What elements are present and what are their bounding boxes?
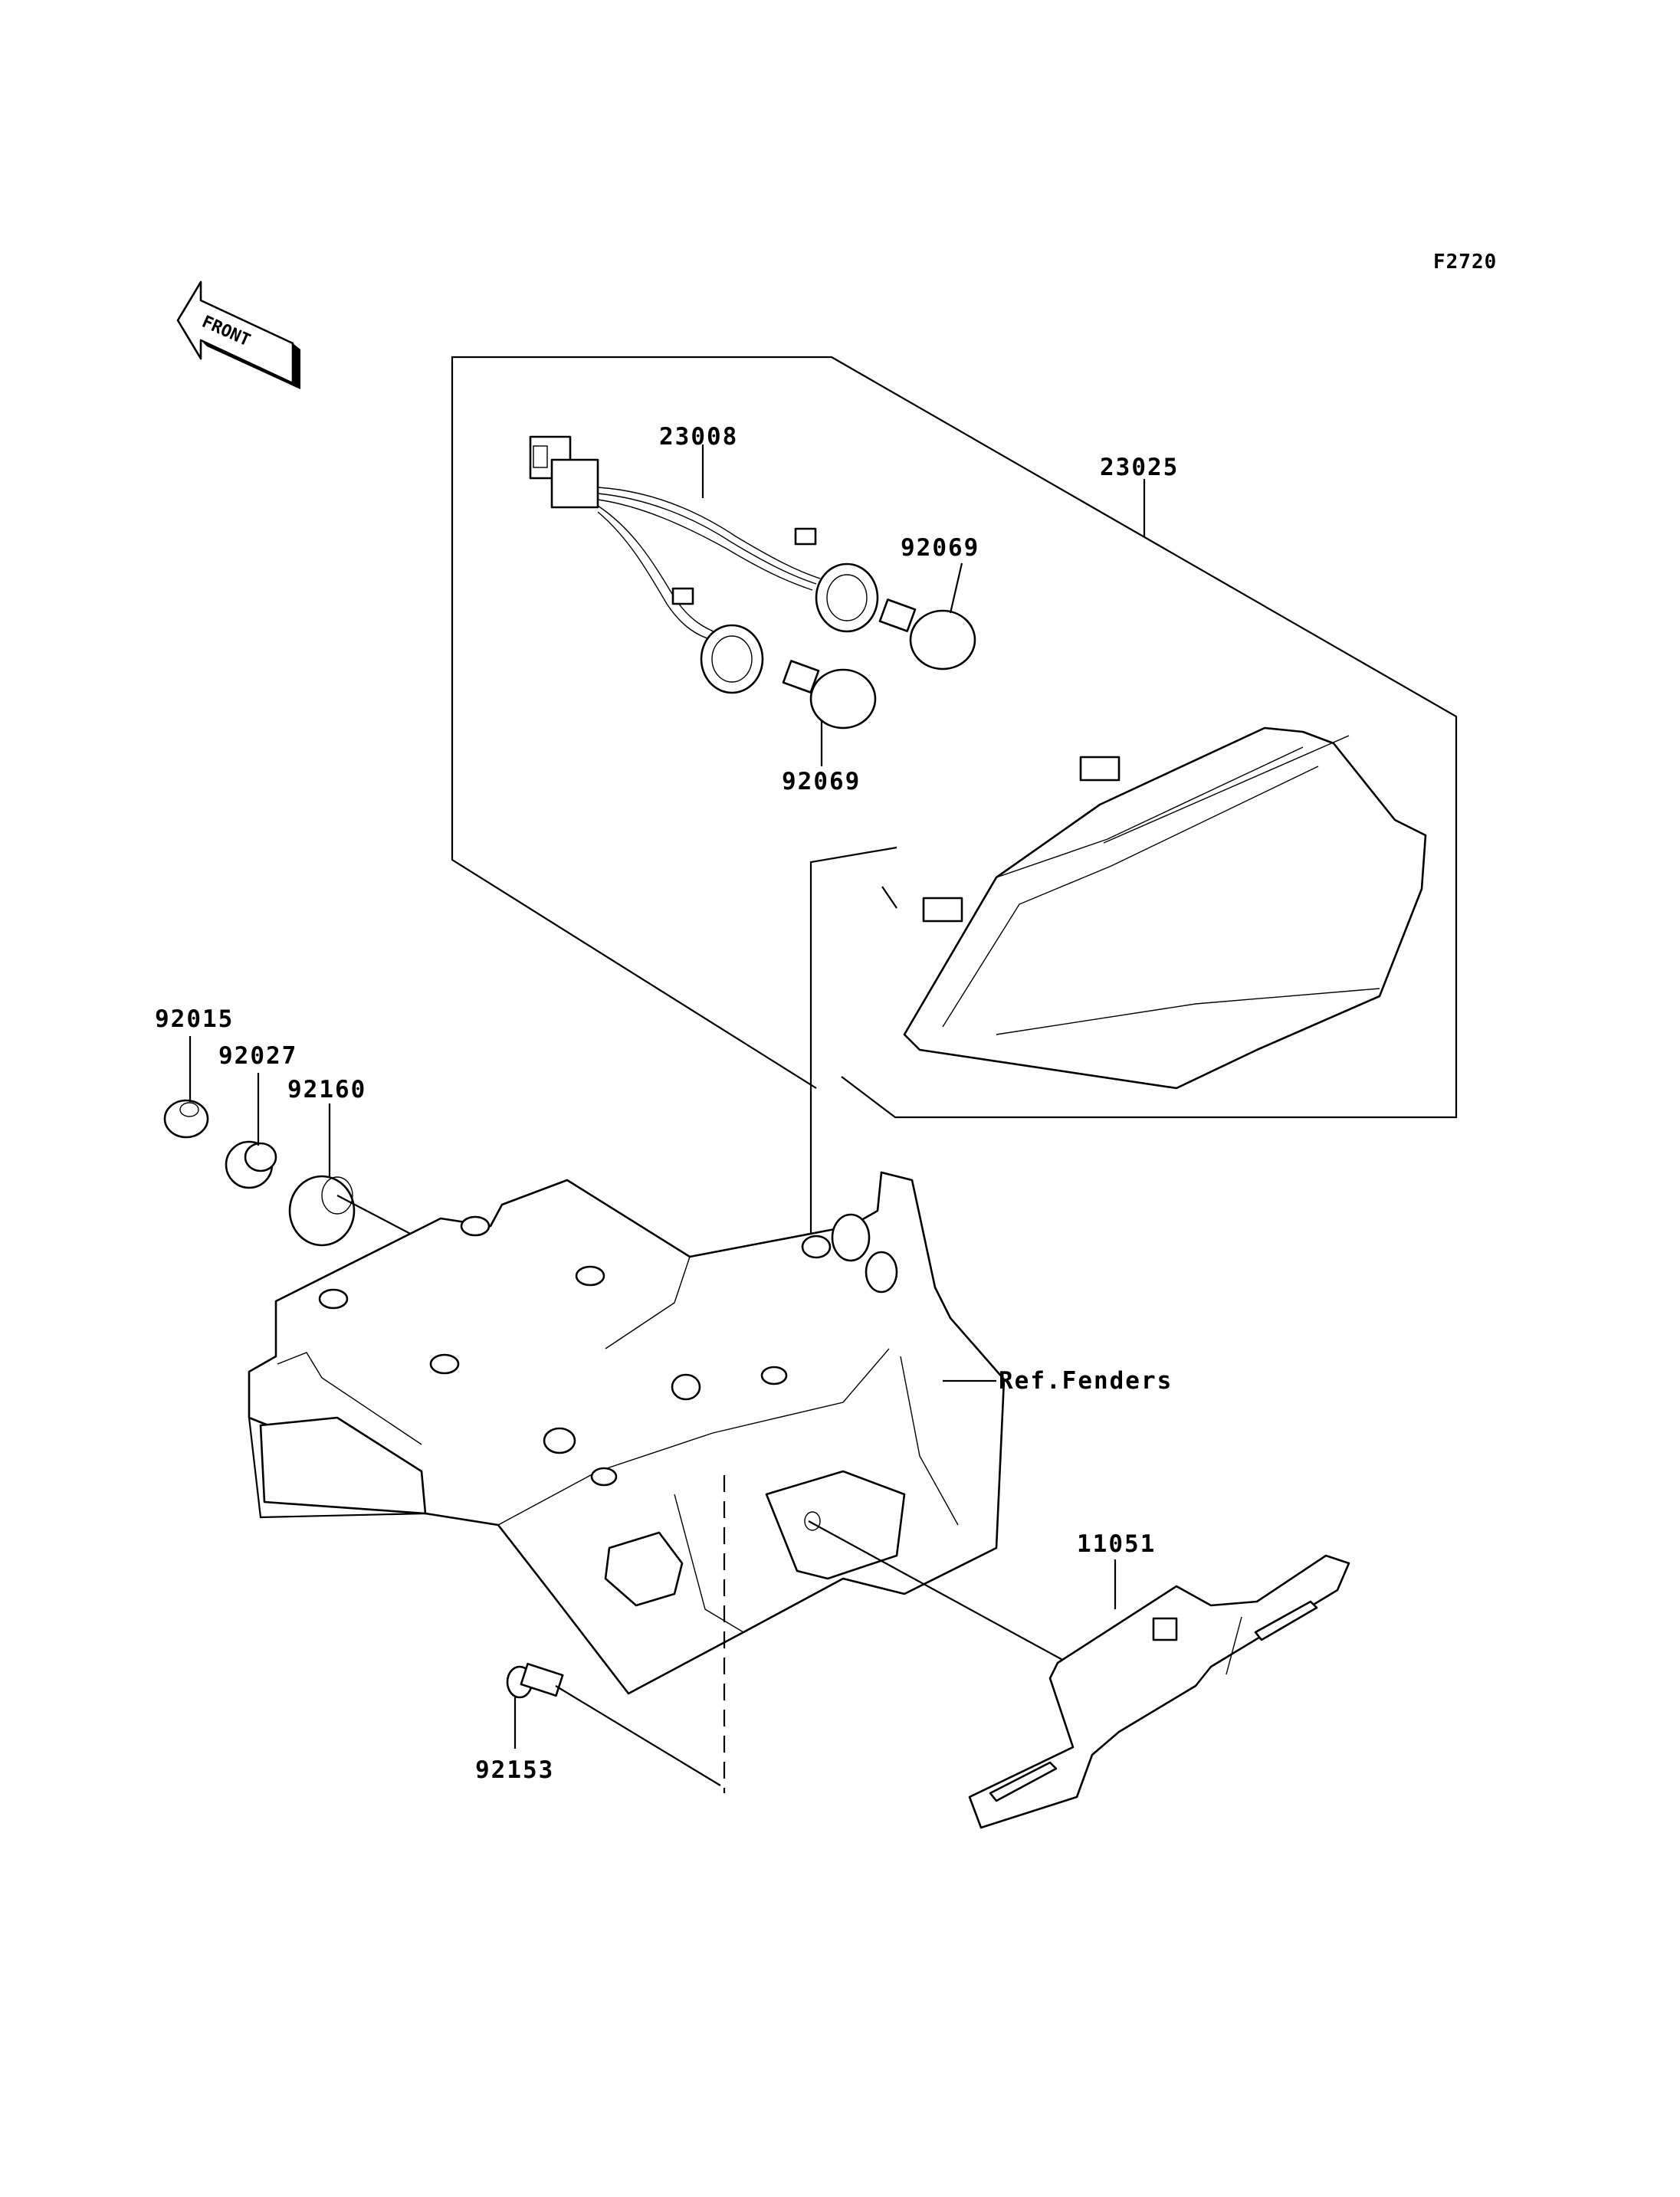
callout-92153: 92153	[475, 1756, 554, 1784]
rear-fender	[248, 1171, 1006, 1793]
leader-92069-upper	[949, 562, 963, 614]
front-arrow-icon: FRONT	[176, 280, 300, 389]
grommet-92160	[288, 1175, 356, 1247]
callout-23008: 23008	[659, 423, 738, 451]
callout-92160: 92160	[287, 1076, 366, 1103]
license-bracket	[968, 1554, 1350, 1829]
tail-light-assembly	[881, 726, 1427, 1090]
callout-23025: 23025	[1100, 454, 1179, 481]
wiring-harness	[529, 435, 879, 694]
bulb-lower	[782, 660, 877, 730]
callout-ref-fenders: Ref.Fenders	[999, 1367, 1173, 1395]
callout-92069-upper: 92069	[901, 534, 979, 562]
kit-leader-line	[809, 846, 897, 1353]
callout-92069-lower: 92069	[782, 768, 861, 795]
bolt-92153	[506, 1662, 564, 1699]
figure-number: F2720	[1433, 251, 1497, 274]
kit-boundary	[451, 356, 1458, 1119]
nut-92015	[163, 1099, 209, 1139]
callout-11051: 11051	[1077, 1530, 1156, 1558]
bulb-upper	[878, 598, 976, 671]
collar-92027	[225, 1140, 277, 1189]
callout-92015: 92015	[155, 1005, 234, 1033]
callout-92027: 92027	[218, 1042, 297, 1070]
